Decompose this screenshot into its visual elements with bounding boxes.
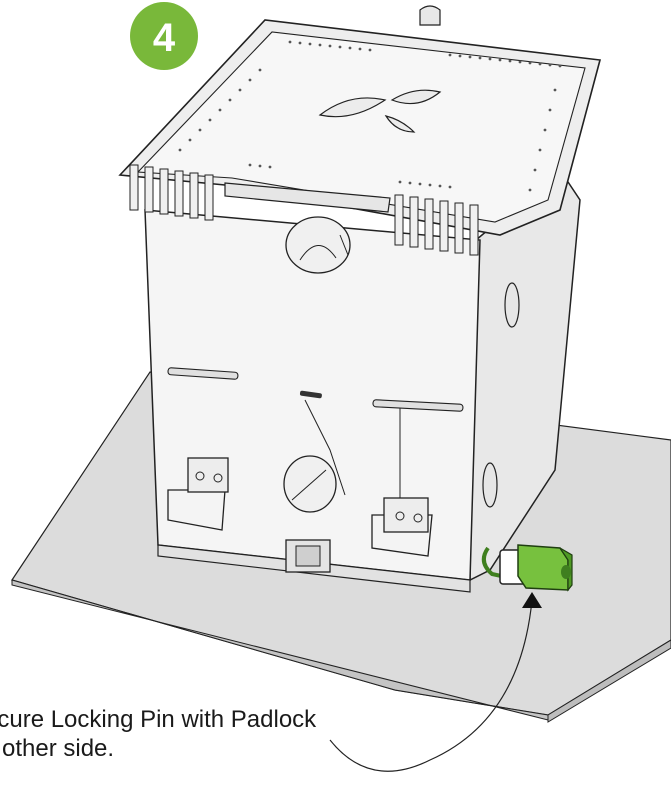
instruction-line-1: ecure Locking Pin with Padlock — [0, 705, 454, 734]
step-badge-icon: 4 — [130, 2, 198, 70]
step-number: 4 — [153, 16, 176, 60]
instruction-caption: ecure Locking Pin with Padlock other sid… — [0, 705, 454, 763]
bin-body — [145, 170, 580, 592]
instruction-line-2: other side. — [0, 734, 454, 763]
